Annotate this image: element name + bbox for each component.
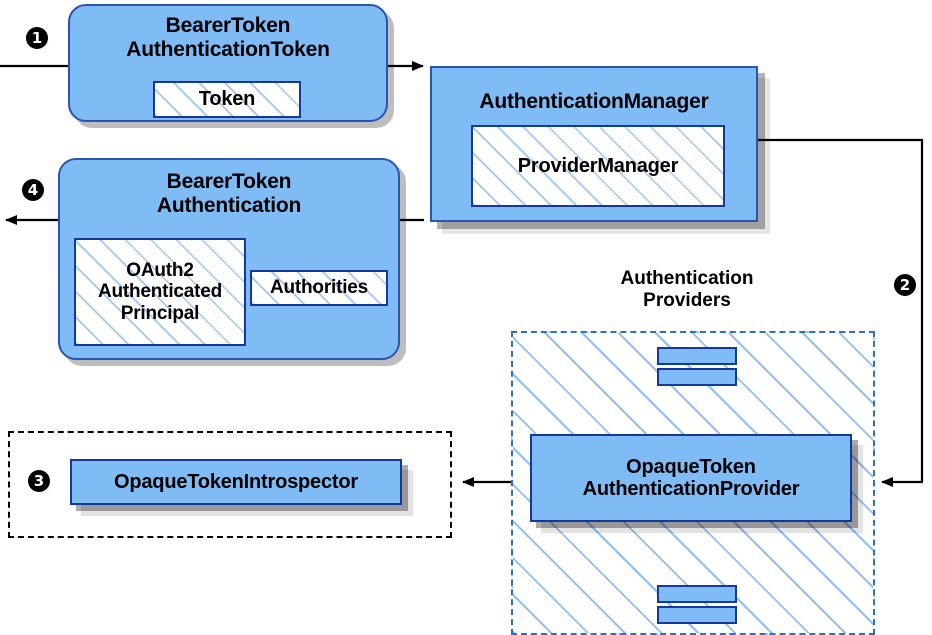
inner-authorities-label: Authorities (269, 277, 369, 299)
opaque-token-introspector-title: OpaqueTokenIntrospector (114, 470, 358, 493)
inner-token-box[interactable]: Token (153, 81, 301, 118)
provider-bar-top-2 (657, 368, 737, 386)
provider-bar-top-1 (657, 347, 737, 365)
step-badge-3: 3 (28, 470, 50, 492)
bearer-token-authentication-title-line1: BearerToken (166, 170, 292, 193)
inner-authorities-box[interactable]: Authorities (250, 270, 388, 306)
bearer-token-authentication-title: BearerToken Authentication (60, 170, 398, 217)
region-opaque-token-introspector (8, 431, 452, 538)
opaque-token-authentication-provider-title-line1: OpaqueToken (626, 455, 756, 478)
bearer-token-authentication-token-title-line1: BearerToken (165, 14, 291, 37)
authentication-providers-label-line2: Providers (643, 290, 731, 312)
step-badge-4: 4 (22, 179, 44, 201)
node-authentication-manager[interactable]: AuthenticationManager ProviderManager (430, 66, 758, 222)
bearer-token-authentication-token-title: BearerToken AuthenticationToken (70, 14, 386, 61)
step-badge-2-number: 2 (899, 275, 911, 294)
authentication-manager-title: AuthenticationManager (479, 90, 709, 113)
node-bearer-token-authentication-token[interactable]: BearerToken AuthenticationToken Token (68, 4, 388, 122)
opaque-token-authentication-provider-title-line2: AuthenticationProvider (582, 478, 800, 500)
authentication-providers-label-line1: Authentication (620, 268, 754, 289)
node-bearer-token-authentication[interactable]: BearerToken Authentication OAuth2 Authen… (58, 158, 400, 360)
inner-provider-manager-box[interactable]: ProviderManager (471, 125, 725, 207)
provider-bar-bottom-2 (657, 606, 737, 624)
step-badge-1: 1 (26, 27, 48, 49)
step-badge-3-number: 3 (33, 471, 45, 490)
bearer-token-authentication-token-title-line2: AuthenticationToken (126, 37, 330, 61)
node-opaque-token-introspector[interactable]: OpaqueTokenIntrospector (70, 459, 402, 505)
step-badge-4-number: 4 (27, 180, 39, 199)
principal-line1: OAuth2 (126, 260, 194, 282)
node-opaque-token-authentication-provider[interactable]: OpaqueToken AuthenticationProvider (530, 434, 852, 522)
step-badge-1-number: 1 (31, 28, 43, 47)
authentication-providers-label: Authentication Providers (571, 268, 803, 313)
principal-line3: Principal (120, 302, 200, 324)
step-badge-2: 2 (894, 274, 916, 296)
bearer-token-authentication-title-line2: Authentication (156, 193, 302, 217)
provider-bar-bottom-1 (657, 585, 737, 603)
principal-line2: Authenticated (97, 281, 223, 303)
inner-provider-manager-label: ProviderManager (517, 154, 679, 177)
inner-token-label: Token (198, 88, 256, 111)
inner-oauth2-authenticated-principal-box[interactable]: OAuth2 Authenticated Principal (74, 238, 246, 346)
